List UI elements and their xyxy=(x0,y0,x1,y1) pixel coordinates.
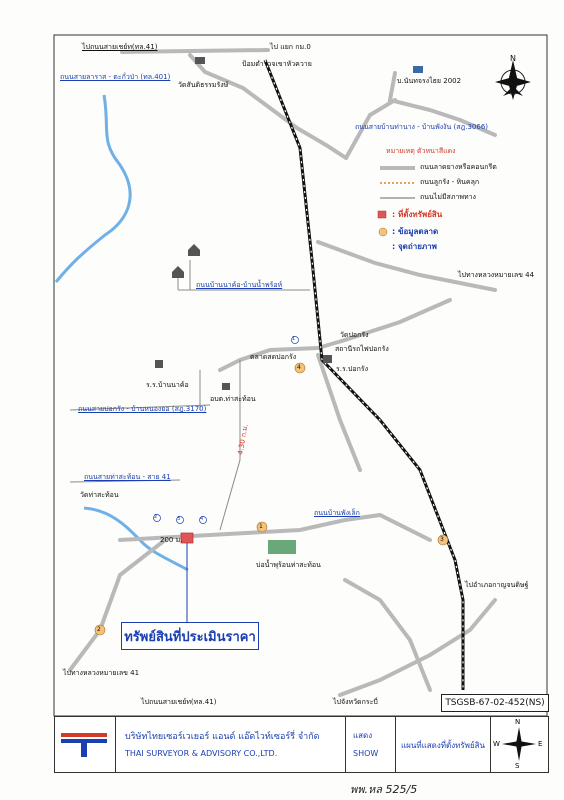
label-to-krabi: ไปจังหวัดกระบี่ xyxy=(333,698,378,706)
minor-roads xyxy=(69,260,310,531)
target-parcel xyxy=(180,532,194,544)
show-en: SHOW xyxy=(353,749,379,758)
label-road-3170: ถนนสายปอกรัง - บ้านหนองยอ (สฎ.3170) xyxy=(78,405,207,413)
label-aon: อบต.ท่าสะท้อน xyxy=(210,395,256,403)
label-road-ban-pang: ถนนบ้านพังเล็ก xyxy=(314,509,360,517)
handwritten-note: พพ.หล 525/5 xyxy=(350,783,418,796)
footer-compass-cell: N S E W xyxy=(490,717,548,772)
label-school-right: ร.ร.ปอกรัง xyxy=(336,365,369,373)
photo-points xyxy=(153,336,299,524)
footer-compass-e: E xyxy=(538,740,543,748)
label-village-2002: บ.นันทจรงไธย 2002 xyxy=(397,77,462,85)
label-road-41: ถนนสายท่าสะท้อน - สาย 41 xyxy=(84,473,171,481)
marker-number-1: 1 xyxy=(259,523,263,530)
show-th: แสดง xyxy=(353,731,373,740)
photo-number-2: 2 xyxy=(154,514,158,520)
photo-number-3: 3 xyxy=(177,516,181,522)
river xyxy=(54,94,132,283)
footer-compass-n: N xyxy=(515,718,521,726)
label-road-401: ถนนสายลาราส - ตะกั่วป่า (ทล.401) xyxy=(60,73,171,81)
label-station: สถานีรถไฟปอกรัง xyxy=(335,345,389,353)
compass-rose xyxy=(495,60,531,100)
label-distance-200: 200 ม. xyxy=(160,536,183,544)
legend-paved: ถนนลาดยางหรือคอนกรีต xyxy=(420,163,497,171)
company-name-en: THAI SURVEYOR & ADVISORY CO.,LTD. xyxy=(125,749,278,758)
legend-symbols xyxy=(377,166,415,237)
legend-laterite: ถนนลูกรัง - หินคลุก xyxy=(420,178,480,186)
company-cell: บริษัทไทยเซอร์เวเยอร์ แอนด์ แอ๊ดไวท์เซอร… xyxy=(115,717,346,772)
map-title-cell: แผนที่แสดงที่ตั้งทรัพย์สิน xyxy=(395,717,491,772)
label-checkpoint: ป้อมตำรวจเขาหัวควาย xyxy=(242,60,312,68)
legend-track: ถนนไม่มีสภาพทาง xyxy=(420,193,476,201)
legend-title: หมายเหตุ ตัวหนาสีแดง xyxy=(386,147,456,155)
photo-number-1: 1 xyxy=(292,336,296,342)
building-icons xyxy=(155,57,423,554)
company-logo-cell xyxy=(55,717,116,772)
label-to-km0: ไป แยก กม.0 xyxy=(270,43,311,51)
railway xyxy=(263,59,465,690)
label-to-kanchanadit: ไปอำเภอกาญจนดิษฐ์ xyxy=(465,581,529,589)
marker-number-3: 3 xyxy=(440,536,444,543)
label-to-hwy44: ไปทางหลวงหมายเลข 44 xyxy=(458,271,535,279)
legend-photo: : จุดถ่ายภาพ xyxy=(392,242,437,251)
company-logo xyxy=(61,733,107,757)
legend-property: : ที่ตั้งทรัพย์สิน xyxy=(392,210,443,219)
label-well: บ่อน้ำพุร้อนท่าสะท้อน xyxy=(256,561,321,569)
label-market: ตลาดสดปอกรัง xyxy=(250,353,297,361)
label-road-ban-na: ถนนบ้านนาค้อ-บ้านน้ำพร้อห์ xyxy=(196,281,283,289)
label-to-hwy41: ไปทางหลวงหมายเลข 41 xyxy=(63,669,140,677)
footer-compass-w: W xyxy=(493,740,500,748)
report-code: TSGSB-67-02-452(NS) xyxy=(441,694,549,712)
marker-number-4: 4 xyxy=(297,364,301,371)
map-frame xyxy=(53,34,548,717)
label-wat-pokrang: วัดปอกรัง xyxy=(340,331,369,339)
footer-compass xyxy=(502,727,536,761)
compass-north: N xyxy=(510,54,516,63)
map-title: แผนที่แสดงที่ตั้งทรัพย์สิน xyxy=(401,741,485,750)
label-wat-thasathon: วัดท่าสะท้อน xyxy=(80,491,119,499)
show-cell: แสดง SHOW xyxy=(345,717,396,772)
photo-number-4: 4 xyxy=(200,516,204,522)
footer-title-block: บริษัทไทยเซอร์เวเยอร์ แอนด์ แอ๊ดไวท์เซอร… xyxy=(54,716,549,773)
target-property-label: ทรัพย์สินที่ประเมินราคา xyxy=(121,622,259,650)
label-to-road-41: ไปถนนสายเชย์ท(ทล.41) xyxy=(82,43,158,51)
market-markers xyxy=(94,362,449,636)
company-name-th: บริษัทไทยเซอร์เวเยอร์ แอนด์ แอ๊ดไวท์เซอร… xyxy=(125,732,320,742)
main-roads xyxy=(68,48,497,697)
marker-number-2: 2 xyxy=(97,626,101,633)
legend-market: : ข้อมูลตลาด xyxy=(392,227,439,236)
label-wat-thammikaram: วัดสันติธรรมรังษ์ xyxy=(178,81,229,89)
footer-compass-s: S xyxy=(515,762,520,770)
label-road-3066: ถนนสายบ้านท่านาง - บ้านพังงัน (สฎ.3066) xyxy=(355,123,489,131)
label-to-road-41-bottom: ไปถนนสายเชย์ท(ทล.41) xyxy=(141,698,217,706)
label-school-left: ร.ร.บ้านนาค้อ xyxy=(146,381,189,389)
